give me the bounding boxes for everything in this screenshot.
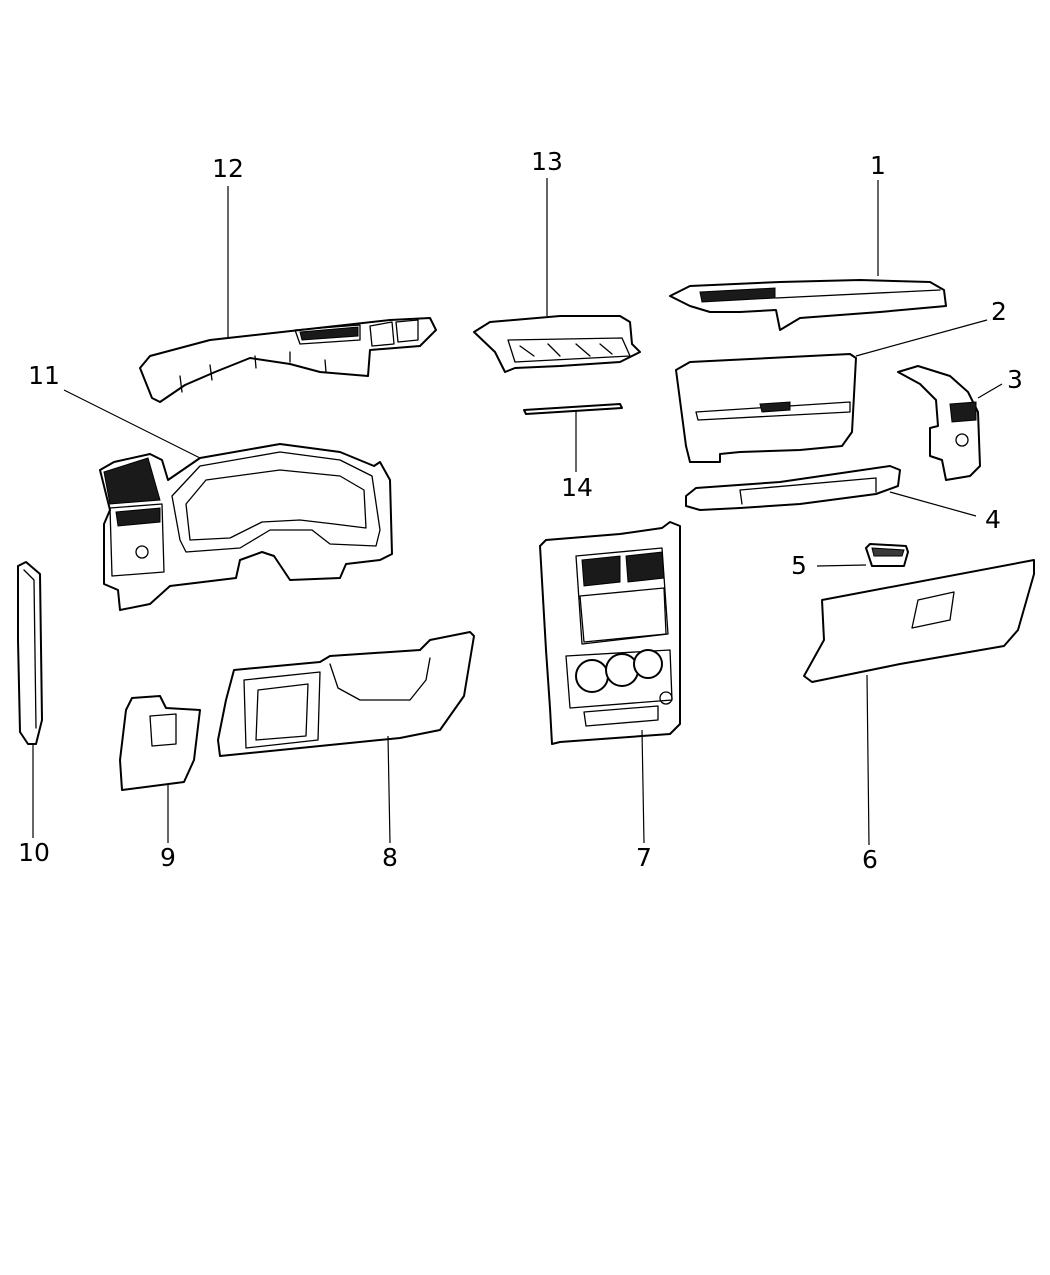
part-6-glove-box-door	[803, 559, 1035, 683]
part-1-right-top-cover	[669, 279, 947, 331]
callout-labels: 1 2 3 4 5 6 7 8 9 10 11 12 13 14	[18, 147, 1023, 874]
part-3-right-air-vent	[897, 365, 981, 481]
part-10-side-end-cap	[17, 561, 43, 745]
part-12-cluster-top-cover	[139, 317, 437, 403]
part-14-trim-strip	[523, 403, 623, 415]
leader-line-8	[387, 735, 391, 844]
part-7-center-stack-bezel	[539, 521, 681, 745]
callout-9: 9	[160, 843, 176, 872]
part-9-lower-left-panel	[119, 695, 201, 791]
part-5-small-switch	[865, 543, 909, 567]
leader-line-11	[63, 389, 201, 459]
callout-11: 11	[28, 361, 60, 390]
callout-10: 10	[18, 838, 50, 867]
leader-line-3	[977, 383, 1003, 399]
leader-line-6	[866, 674, 870, 846]
callout-12: 12	[212, 154, 244, 183]
callout-13: 13	[531, 147, 563, 176]
part-4-lower-trim-bar	[685, 465, 901, 511]
leader-line-4	[889, 491, 977, 517]
leader-line-7	[641, 729, 645, 844]
part-8-knee-bolster	[217, 631, 475, 757]
callout-5: 5	[791, 551, 807, 580]
callout-1: 1	[870, 151, 886, 180]
callout-14: 14	[561, 473, 593, 502]
part-11-cluster-bezel	[99, 443, 393, 611]
callout-8: 8	[382, 843, 398, 872]
callout-4: 4	[985, 505, 1001, 534]
callout-2: 2	[991, 297, 1007, 326]
callout-3: 3	[1007, 365, 1023, 394]
callout-6: 6	[862, 845, 878, 874]
leader-lines	[32, 178, 1003, 846]
leader-line-2	[855, 319, 988, 357]
leader-line-5	[816, 564, 867, 567]
part-2-passenger-panel	[675, 353, 857, 463]
part-13-center-top-bezel	[473, 315, 641, 373]
callout-7: 7	[636, 843, 652, 872]
